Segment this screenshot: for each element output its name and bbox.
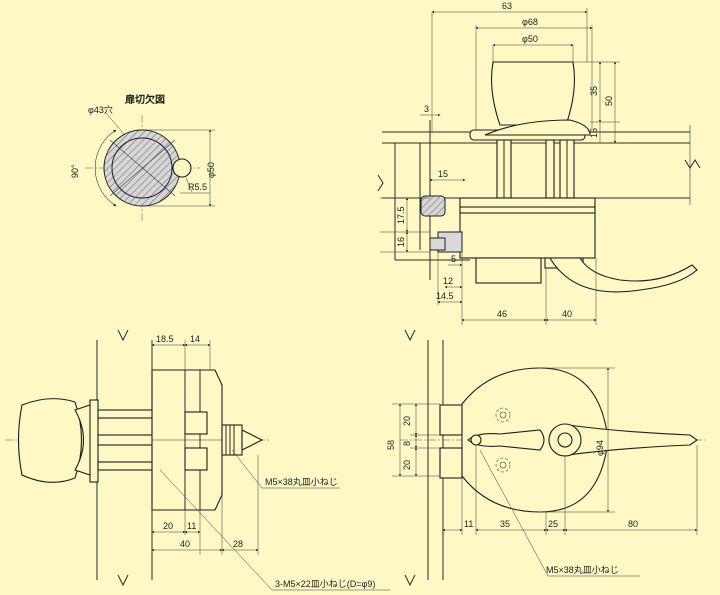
- label-15-v: 15: [589, 128, 599, 138]
- label-40-tr: 40: [562, 309, 572, 319]
- label-63: 63: [502, 1, 512, 11]
- label-11-br: 11: [464, 519, 473, 529]
- label-58: 58: [386, 440, 396, 450]
- label-25: 25: [548, 519, 558, 529]
- label-phi94: φ94: [595, 440, 605, 456]
- label-8: 8: [402, 441, 412, 446]
- label-80: 80: [628, 519, 638, 529]
- side-section-view: [377, 8, 701, 325]
- latch-bolt: [420, 195, 446, 217]
- label-46: 46: [497, 309, 507, 319]
- latch-notch: [172, 158, 192, 178]
- label-20-bl: 20: [163, 521, 173, 531]
- label-35: 35: [589, 86, 599, 96]
- knob-section-view: [5, 329, 390, 591]
- label-14: 14: [190, 334, 200, 344]
- label-14-5: 14.5: [436, 291, 454, 301]
- lever-handle: [549, 257, 698, 293]
- label-5: 5: [451, 254, 456, 264]
- lever-arm: [567, 424, 698, 456]
- label-phi68: φ68: [522, 17, 538, 27]
- label-35-br: 35: [500, 519, 510, 529]
- label-15-h: 15: [438, 169, 448, 179]
- label-screw-22: 3-M5×22皿小ねじ(D=φ9): [275, 579, 375, 589]
- label-18-5: 18.5: [156, 334, 174, 344]
- label-17-5: 17.5: [396, 206, 406, 224]
- label-screw-38-left: M5×38丸皿小ねじ: [265, 476, 338, 487]
- labels: 扉切欠図 φ43穴 R5.5 φ50 90° 63 φ68 φ50 35 50 …: [70, 1, 638, 589]
- label-hole-43: φ43穴: [88, 104, 113, 115]
- label-12: 12: [443, 276, 453, 286]
- label-50: 50: [604, 96, 614, 106]
- label-40-bl: 40: [180, 539, 190, 549]
- label-90deg: 90°: [70, 164, 80, 178]
- label-20-b: 20: [402, 460, 412, 470]
- knob-side: [17, 398, 82, 483]
- label-16: 16: [396, 237, 406, 247]
- knob-head: [491, 61, 575, 126]
- label-phi50-left: φ50: [206, 162, 216, 178]
- label-r55: R5.5: [188, 182, 207, 192]
- lever-front-view: [392, 329, 705, 587]
- label-phi50-top: φ50: [522, 34, 538, 44]
- label-3: 3: [424, 104, 429, 114]
- cutout-title: 扉切欠図: [124, 93, 165, 106]
- label-20-a: 20: [402, 416, 412, 426]
- door-cutout-view: [85, 111, 215, 222]
- label-28: 28: [233, 539, 243, 549]
- label-11-bl: 11: [187, 521, 196, 531]
- label-screw-38-right: M5×38丸皿小ねじ: [546, 564, 619, 575]
